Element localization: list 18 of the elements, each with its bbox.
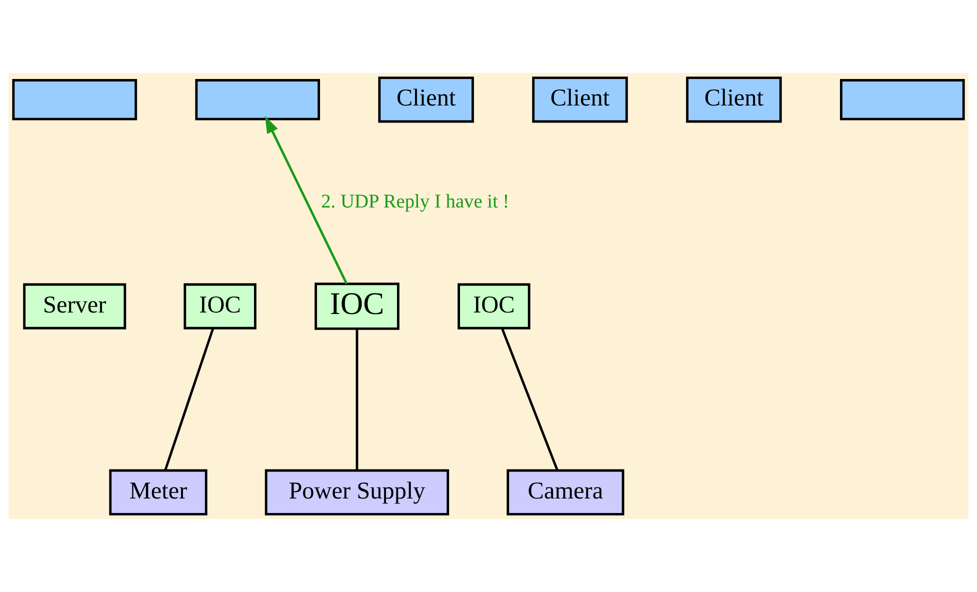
arrow <box>265 116 348 284</box>
edge-label: 2. UDP Reply I have it ! <box>321 191 510 212</box>
node-box: Camera <box>506 469 624 516</box>
node-box <box>195 79 320 120</box>
node-box <box>12 79 138 120</box>
node-box: Meter <box>109 469 208 516</box>
node-box: IOC <box>314 282 400 330</box>
node-box: IOC <box>458 283 530 330</box>
node-box: Client <box>686 76 782 123</box>
node-box: Server <box>23 283 126 330</box>
connector <box>356 328 358 470</box>
connector <box>164 328 214 471</box>
node-box: Client <box>532 76 628 123</box>
node-box: IOC <box>184 283 256 330</box>
node-box <box>840 79 965 120</box>
node-box: Client <box>378 76 474 123</box>
connector <box>500 328 558 471</box>
node-box: Power Supply <box>264 469 450 516</box>
